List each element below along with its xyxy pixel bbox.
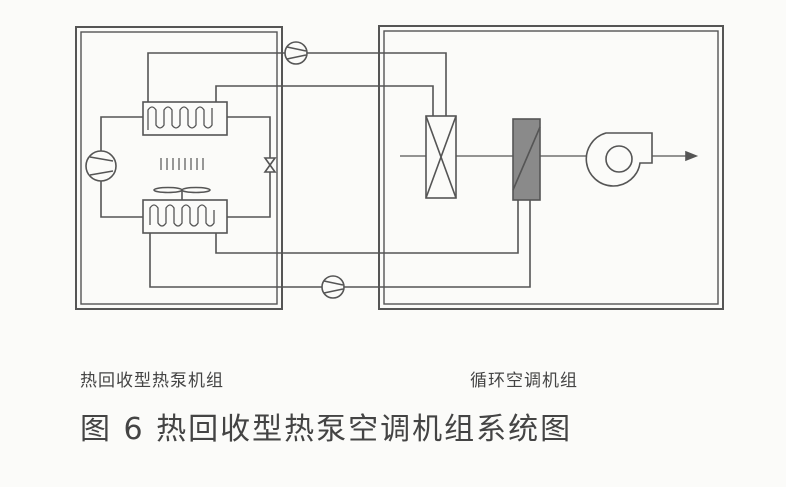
air-handling-unit-box — [378, 25, 724, 310]
evaporator-icon — [142, 199, 228, 234]
heat-pump-unit-box — [75, 26, 283, 310]
air-handling-unit-caption: 循环空调机组 — [470, 371, 578, 391]
chilled-water-pump-icon — [321, 275, 345, 299]
heat-pump-unit-caption: 热回收型热泵机组 — [80, 371, 224, 391]
supply-fan-icon — [585, 132, 653, 187]
expansion-valve-icon — [263, 157, 277, 173]
cooling-coil-icon — [512, 118, 541, 201]
compressor-icon — [85, 150, 117, 182]
hot-water-pump-icon — [284, 41, 308, 65]
condenser-icon — [142, 101, 228, 136]
air-outlet-arrow-icon — [685, 150, 699, 162]
airflow-arrows-icon — [160, 158, 204, 170]
refrigerant-loop — [100, 116, 271, 218]
figure-title: 图 6 热回收型热泵空调机组系统图 — [80, 412, 573, 447]
hot-water-pipes — [147, 52, 531, 288]
fan-icon — [153, 186, 211, 200]
heating-coil-icon — [425, 115, 457, 199]
